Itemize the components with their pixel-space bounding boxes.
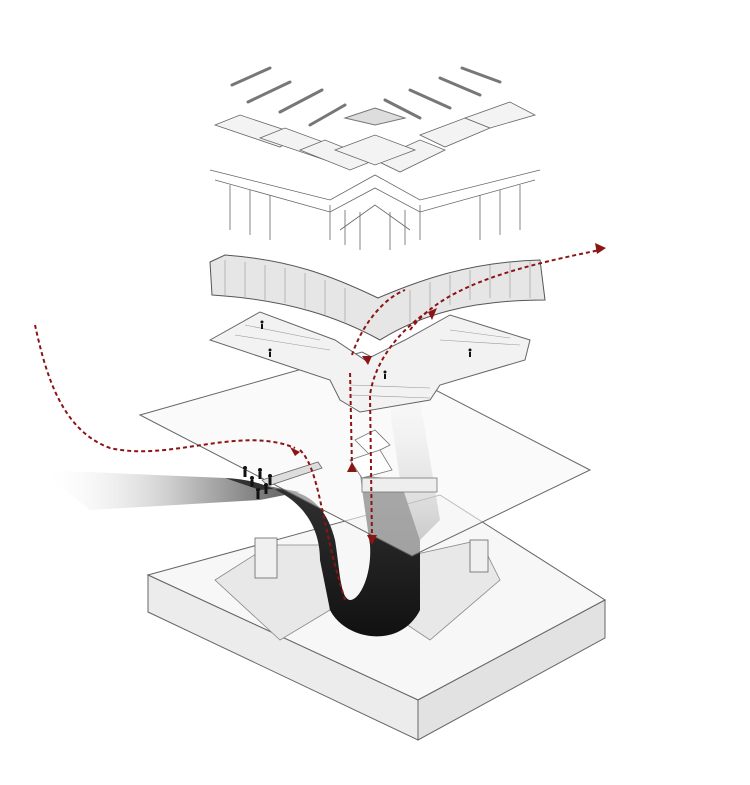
skylight: [354, 429, 391, 456]
roof-panels: [213, 101, 537, 173]
facade-band: [209, 254, 546, 341]
arrow-down-icon: [367, 535, 377, 545]
path-up: [351, 289, 406, 356]
arrow-right-icon: [595, 243, 606, 254]
stair-block: [469, 539, 489, 573]
arrow-up-icon: [428, 308, 437, 320]
roof-trusses: [209, 169, 541, 250]
path-vertical-left: [349, 369, 353, 469]
path-exit: [409, 249, 601, 331]
arrow-down-icon: [290, 447, 300, 456]
arrowheads: [290, 243, 606, 545]
path-descent: [299, 449, 346, 601]
floor-plate: [208, 311, 531, 413]
ground-plane: [138, 351, 592, 557]
stair-block: [254, 537, 278, 579]
arrow-down-icon: [362, 356, 372, 365]
arrow-up-icon: [347, 462, 357, 472]
path-arrival: [34, 324, 296, 453]
people-figures: [243, 320, 472, 499]
circulation-paths: [34, 249, 601, 601]
roof-slats: [230, 66, 502, 127]
bridge-deck: [361, 477, 438, 493]
